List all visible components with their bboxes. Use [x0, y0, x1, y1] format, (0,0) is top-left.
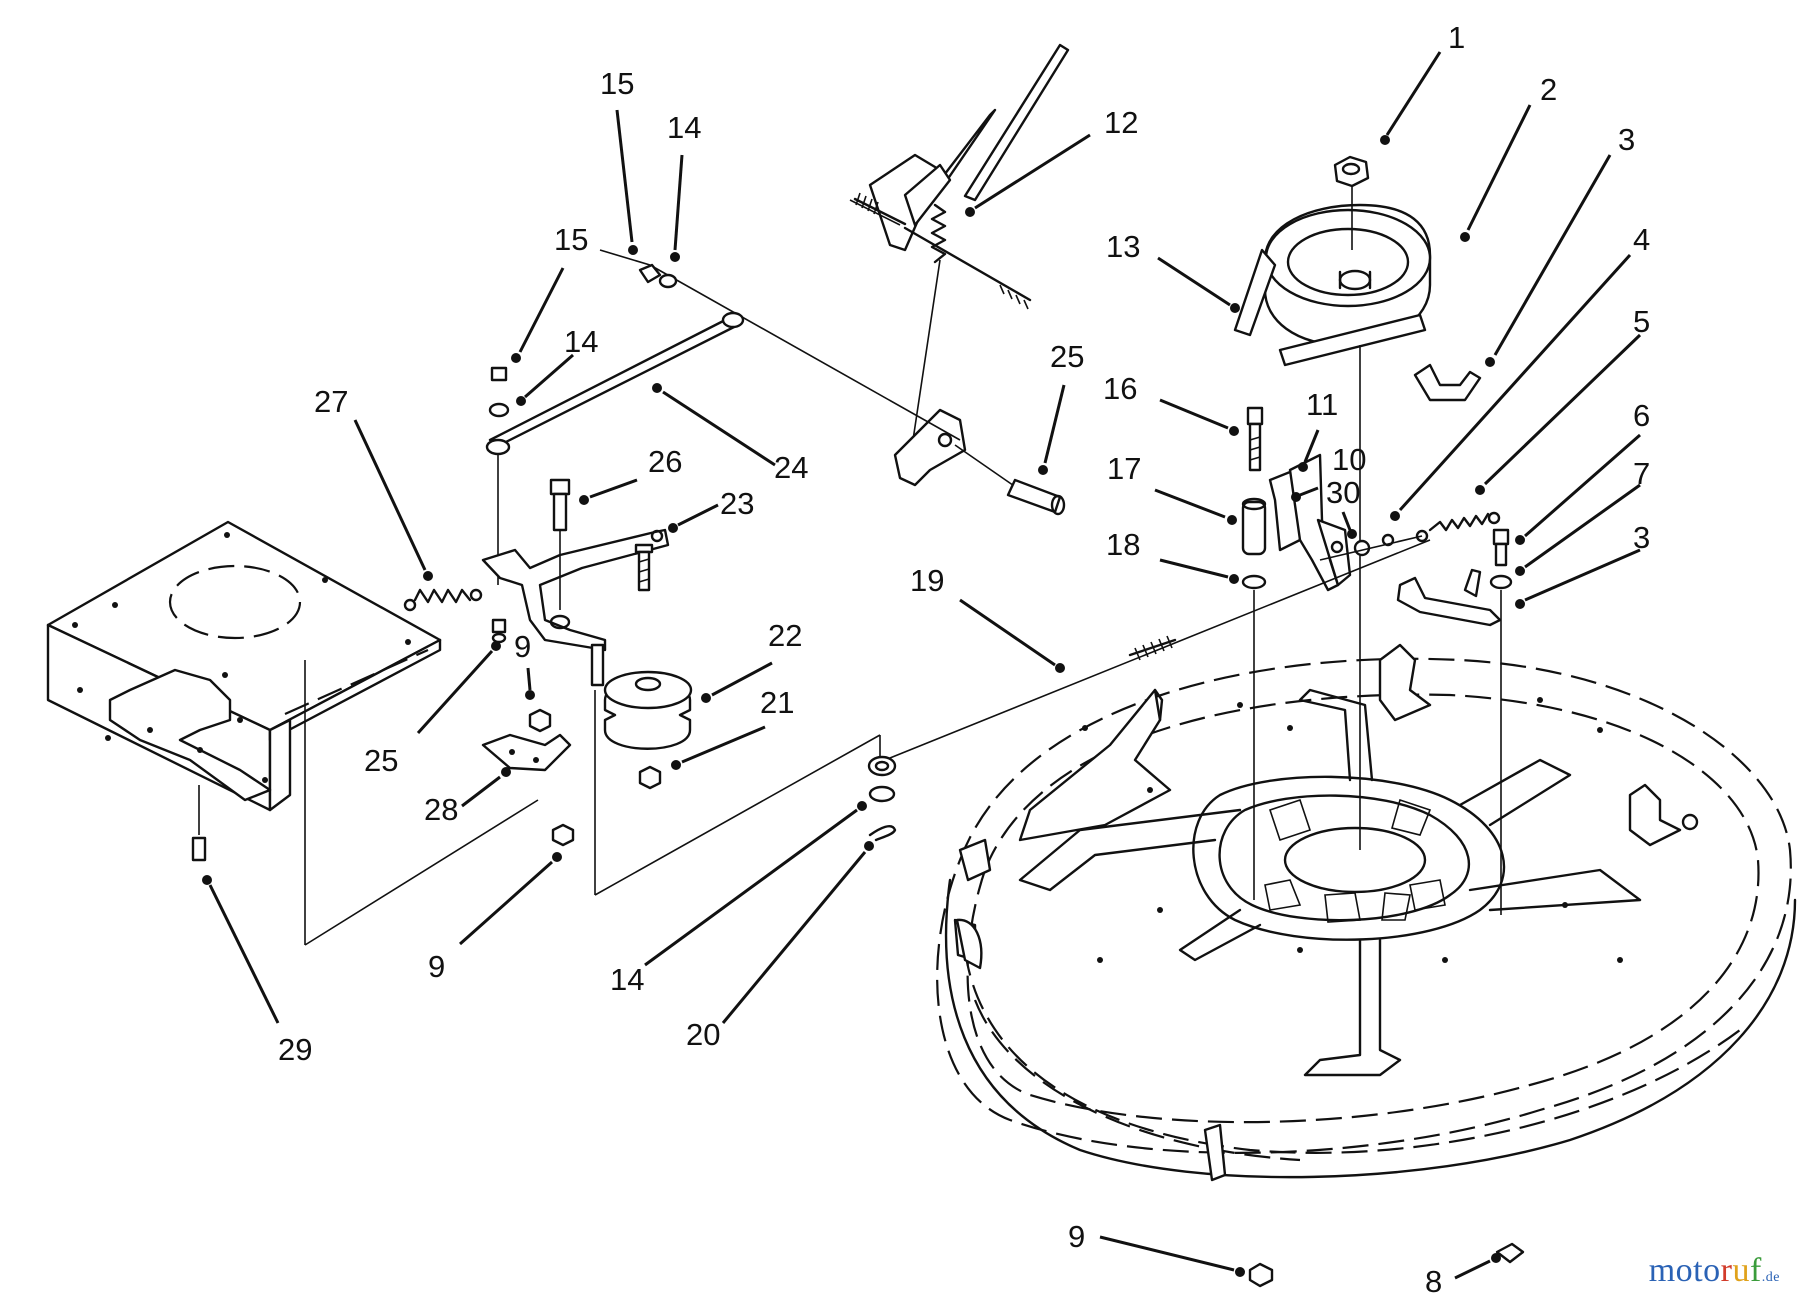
callout-28: 28 — [424, 792, 458, 827]
site-watermark: motoruf.de — [1649, 1252, 1780, 1290]
engine-plate — [46, 520, 442, 812]
spindle-nut — [1333, 155, 1370, 188]
callout-9-bottom: 9 — [1068, 1219, 1085, 1254]
drive-belt — [1233, 248, 1427, 367]
callout-17: 17 — [1107, 451, 1141, 486]
mount-bracket — [481, 708, 575, 847]
callout-27: 27 — [314, 384, 348, 419]
idler-arm — [481, 478, 670, 687]
callout-24: 24 — [774, 450, 808, 485]
callout-5: 5 — [1633, 304, 1650, 339]
callout-21: 21 — [760, 685, 794, 720]
nut-bottom — [1248, 1262, 1274, 1288]
callout-12: 12 — [1104, 105, 1138, 140]
callout-30: 30 — [1326, 475, 1360, 510]
belt-guide-upper — [1413, 363, 1482, 402]
callout-1: 1 — [1448, 20, 1465, 55]
callout-3-lower: 3 — [1633, 520, 1650, 555]
callout-11: 11 — [1306, 387, 1338, 422]
callout-19: 19 — [910, 563, 944, 598]
callout-16: 16 — [1103, 371, 1137, 406]
spindle-pulley — [1263, 155, 1432, 347]
watermark-tld: .de — [1761, 1270, 1780, 1285]
idler-spring — [1319, 511, 1501, 561]
callout-14-upper: 14 — [667, 110, 701, 145]
callout-15-upper: 15 — [600, 66, 634, 101]
callout-25-upper: 25 — [1050, 339, 1084, 374]
lift-bracket — [849, 43, 1070, 461]
square-nut — [1495, 1242, 1525, 1264]
pivot-bracket — [893, 408, 1066, 516]
callout-14-lower: 14 — [564, 324, 598, 359]
idler-cable — [867, 539, 1431, 842]
callout-14-cable: 14 — [610, 962, 644, 997]
bolt-6 — [1489, 528, 1513, 915]
callout-4: 4 — [1633, 222, 1650, 257]
callout-23: 23 — [720, 486, 754, 521]
callout-2: 2 — [1540, 72, 1557, 107]
callout-labels: 1 2 3 4 5 6 7 3 12 13 11 10 30 16 17 18 … — [278, 20, 1650, 1299]
callout-13: 13 — [1106, 229, 1140, 264]
tension-spring — [403, 588, 483, 612]
callout-8: 8 — [1425, 1264, 1442, 1299]
callout-26: 26 — [648, 444, 682, 479]
callout-25-lower: 25 — [364, 743, 398, 778]
leader-lines — [202, 51, 1642, 1280]
callout-20: 20 — [686, 1017, 720, 1052]
watermark-prefix: moto — [1648, 1252, 1721, 1289]
callout-18: 18 — [1106, 527, 1140, 562]
callout-15-lower: 15 — [554, 222, 588, 257]
watermark-suffix: ruf — [1720, 1252, 1762, 1289]
callout-3: 3 — [1618, 122, 1635, 157]
callout-6: 6 — [1633, 398, 1650, 433]
callout-7: 7 — [1633, 456, 1650, 491]
mower-deck — [936, 643, 1797, 1182]
callout-22: 22 — [768, 618, 802, 653]
control-rod — [485, 263, 745, 585]
callout-9-upper: 9 — [514, 629, 531, 664]
idler-bracket — [1241, 406, 1395, 900]
belt-guide-lower — [1396, 576, 1502, 627]
callout-29: 29 — [278, 1032, 312, 1067]
callout-9-middle: 9 — [428, 949, 445, 984]
deck-stiffener — [1018, 688, 1642, 1077]
idler-pulley — [603, 670, 693, 790]
callout-10: 10 — [1332, 442, 1366, 477]
